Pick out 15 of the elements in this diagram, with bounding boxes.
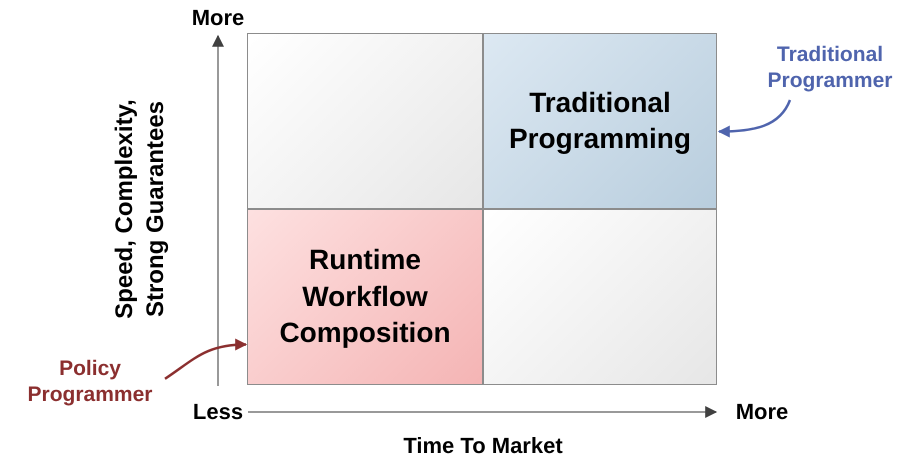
- quadrant-box: [247, 209, 483, 385]
- quadrant-title: Traditional Programming: [508, 86, 692, 156]
- quadrant-box: [483, 33, 717, 209]
- arrow: [164, 338, 248, 380]
- axis-title: Speed, Complexity, Strong Guarantees: [110, 98, 170, 321]
- callout-label: Policy Programmer: [26, 356, 154, 408]
- arrow: [718, 99, 792, 138]
- quadrant-box: [483, 209, 717, 385]
- quadrant-title: Runtime Workflow Composition: [278, 243, 452, 350]
- axis-end-label: More: [192, 5, 244, 31]
- callout-label: Traditional Programmer: [766, 42, 894, 94]
- quadrant-box: [247, 33, 483, 209]
- axis-end-label: Less: [192, 399, 244, 425]
- axis-title: Time To Market: [403, 433, 563, 459]
- axis-end-label: More: [736, 399, 788, 425]
